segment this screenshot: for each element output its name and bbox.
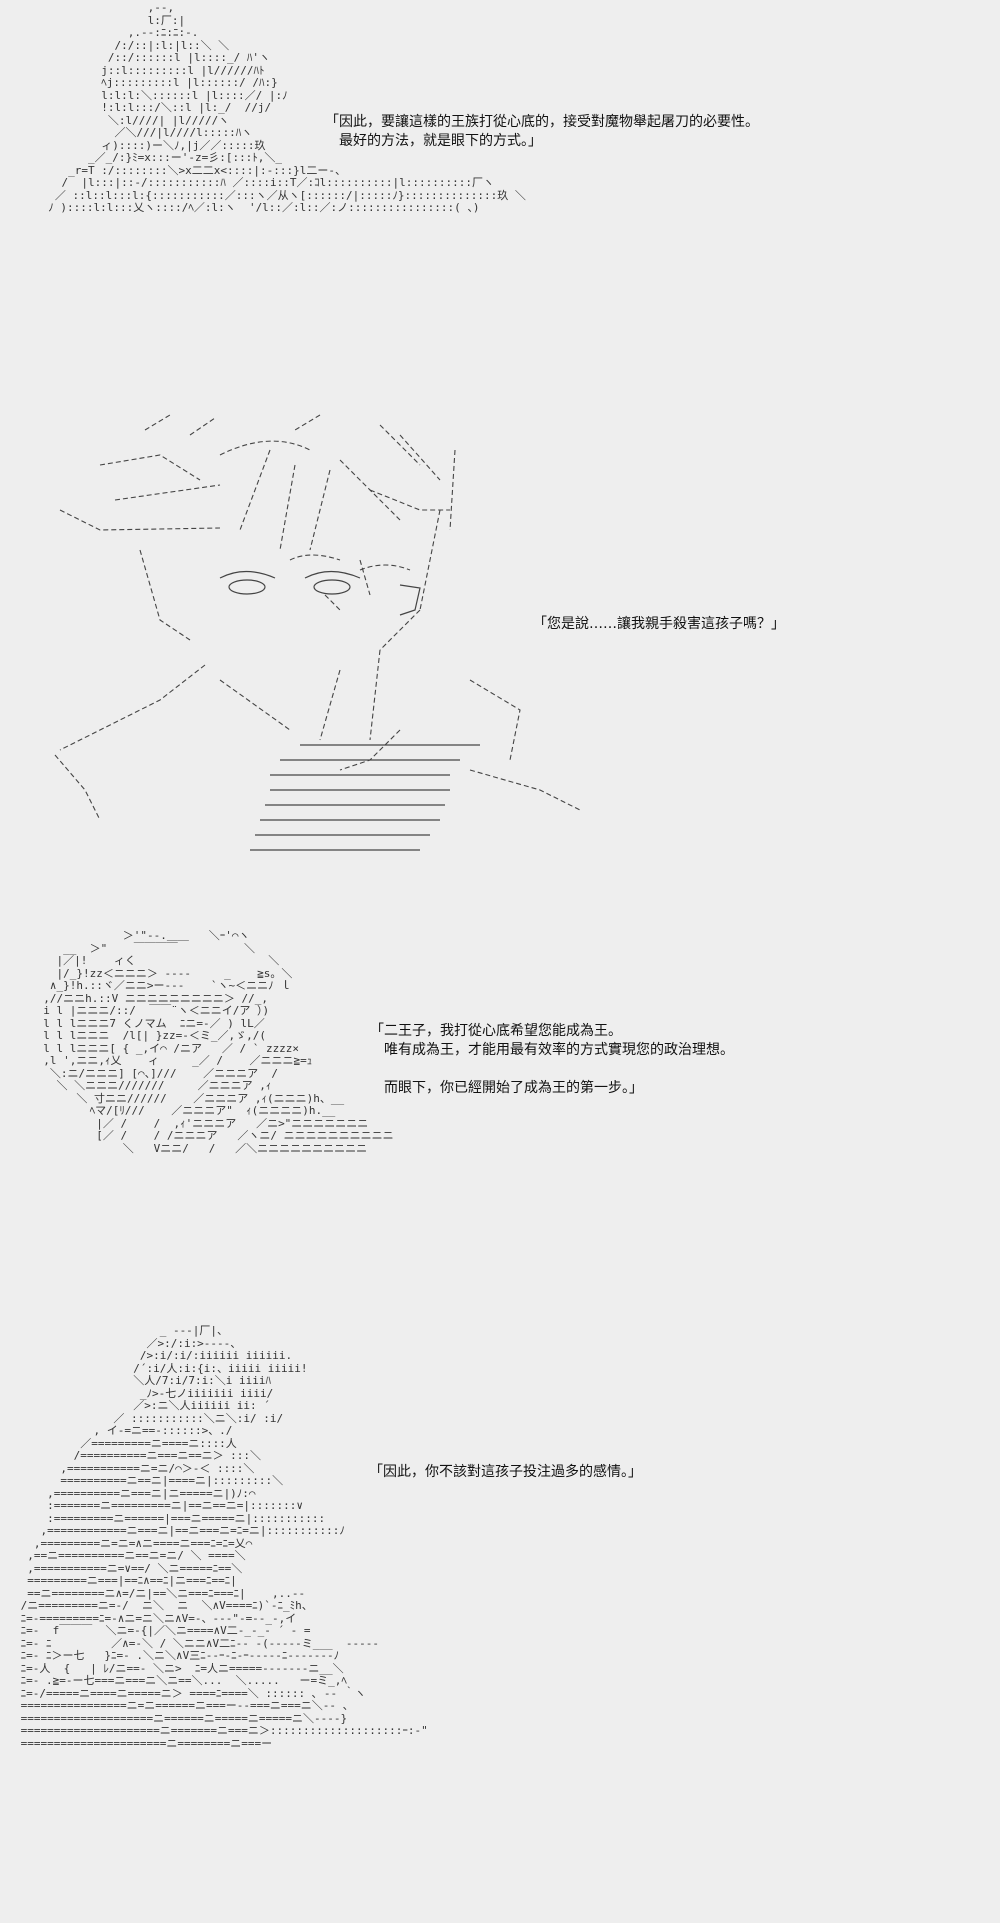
ascii-art-cloaked-figure: _ --‐|厂|、 ／>:/:i:>----、 />:i/:i/:iiiiii … — [20, 1324, 428, 1750]
dialogue-text: 「二王子，我打從心底希望您能成為王。 唯有成為王，才能用最有效率的方式實現您的政… — [370, 1023, 734, 1096]
dialogue-text: 「因此，要讓這樣的王族打從心底的，接受對魔物舉起屠刀的必要性。 最好的方法，就是… — [325, 114, 759, 149]
panel-3: ＞'"--.＿＿ ＼ｰ'⌒ヽ __ ＞" ￣￣￣￣ ＼ |／|! ィく ＼ |/… — [0, 929, 1000, 1270]
panel-1: ,--, l:厂:| ,.-‐:ﾆ:ﾆ:-. /:/::|:l:|l::＼ ＼ … — [0, 0, 1000, 300]
dialogue-text: 「因此，你不該對這孩子投注過多的感情。」 — [369, 1464, 642, 1480]
panel-4: _ --‐|厂|、 ／>:/:i:>----、 />:i/:i/:iiiiii … — [0, 1324, 1000, 1923]
ascii-art-king-figure: ,--, l:厂:| ,.-‐:ﾆ:ﾆ:-. /:/::|:l:|l::＼ ＼ … — [48, 1, 526, 214]
ascii-art-hooded-figure: ＞'"--.＿＿ ＼ｰ'⌒ヽ __ ＞" ￣￣￣￣ ＼ |／|! ィく ＼ |/… — [43, 929, 394, 1155]
ascii-art-young-man — [54, 414, 581, 851]
dialogue-text: 「您是說……讓我親手殺害這孩子嗎？」 — [533, 616, 785, 632]
panel-2: 「您是說……讓我親手殺害這孩子嗎？」 — [0, 410, 1000, 870]
